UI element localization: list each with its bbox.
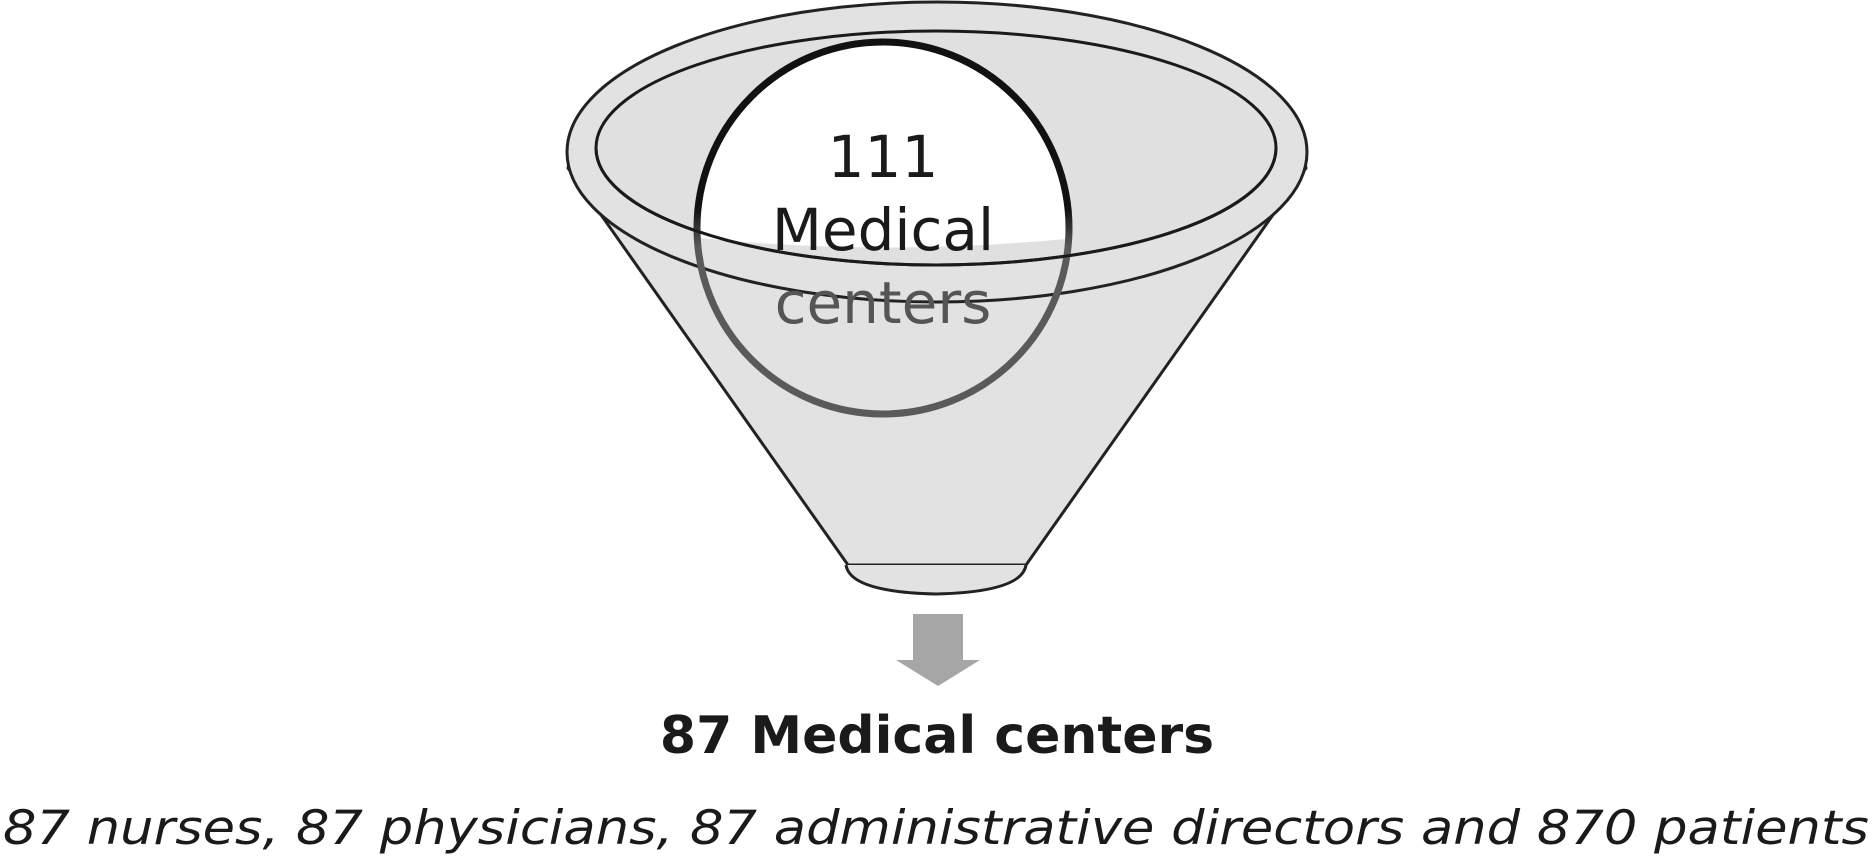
down-arrow-icon: [896, 614, 980, 686]
result-detail: 87 nurses, 87 physicians, 87 administrat…: [3, 801, 1869, 856]
funnel-label-centers: centers: [775, 269, 992, 337]
funnel-spout: [844, 564, 1028, 596]
funnel-count-text: 111: [828, 123, 939, 191]
highlight-circle: [693, 38, 1073, 418]
funnel-inner-rim-front: [594, 147, 1278, 267]
funnel-label-medical: Medical: [772, 196, 994, 264]
result-title: 87 Medical centers: [660, 706, 1214, 766]
